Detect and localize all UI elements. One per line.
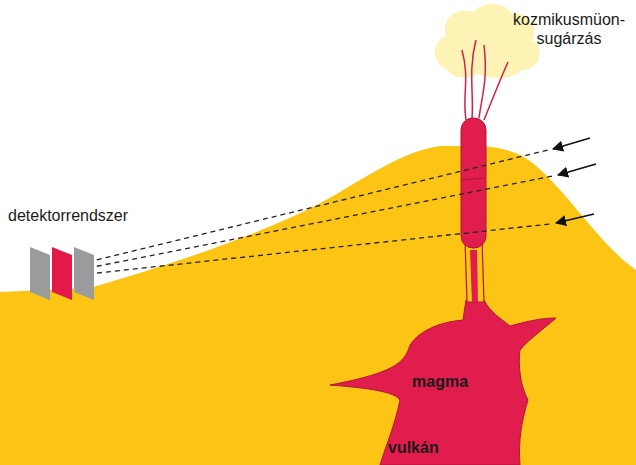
detector-panels	[30, 247, 94, 300]
detector-label: detektorrendszer	[8, 206, 128, 225]
magma-conduit	[465, 240, 484, 302]
magma-label: magma	[412, 372, 468, 391]
volcano-label: vulkán	[388, 438, 439, 457]
plug-seam	[462, 178, 485, 180]
magma-plug	[461, 118, 486, 248]
magma-chamber	[330, 300, 556, 465]
volcano-body	[0, 146, 636, 465]
muon-tracks	[88, 150, 553, 274]
radiation-label: kozmikusmüon- sugárzás	[508, 10, 630, 48]
magma-conduit-fill	[470, 250, 478, 302]
muon-arrows	[553, 138, 596, 223]
gas-streaks	[462, 40, 508, 120]
